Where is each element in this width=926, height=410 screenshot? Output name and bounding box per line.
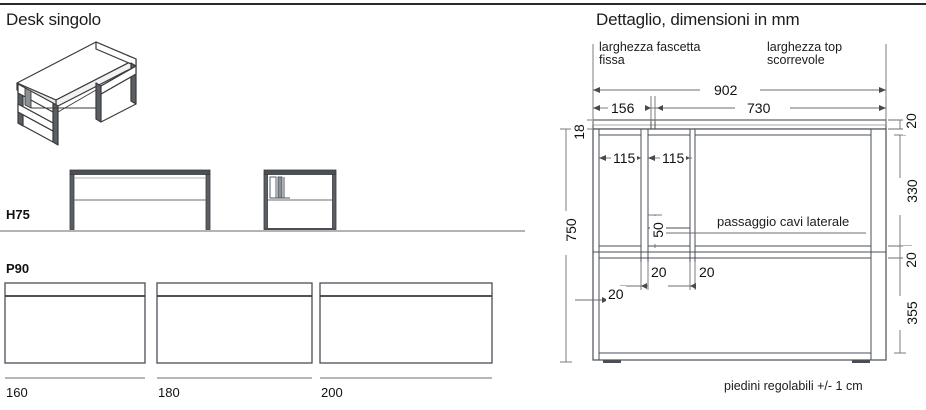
- dim-slot-b: 115: [660, 150, 687, 166]
- plan-width-200: 200: [321, 385, 343, 400]
- dim-top-thickness: 20: [903, 107, 919, 135]
- plan-width-180: 180: [158, 385, 180, 400]
- desk-isometric-view: [16, 41, 137, 146]
- page-title-right: Dettaglio, dimensioni in mm: [596, 10, 800, 29]
- dim-mid-rail: 20: [903, 246, 919, 274]
- plan-view-200: [319, 282, 493, 379]
- dim-cable-gap: 50: [650, 216, 666, 244]
- dim-overall-height: 750: [563, 211, 579, 249]
- side-elevation: [263, 169, 337, 230]
- callout-fascetta: larghezza fascetta fissa: [599, 40, 701, 67]
- dim-leg-a: 20: [649, 264, 669, 280]
- header-divider: [0, 3, 926, 5]
- dim-overall-width: 902: [712, 82, 740, 98]
- dim-upper-inner-height: 330: [904, 173, 920, 209]
- callout-passaggio-cavi: passaggio cavi laterale: [717, 214, 850, 229]
- depth-label: P90: [6, 261, 30, 276]
- dim-lower-inner-height: 355: [904, 295, 920, 331]
- plan-width-160: 160: [6, 385, 28, 400]
- page-title-left: Desk singolo: [6, 10, 101, 29]
- dim-fascetta-thickness: 18: [571, 119, 587, 145]
- dim-top-width: 730: [745, 100, 773, 116]
- dim-fascetta-width: 156: [609, 100, 637, 116]
- detail-section-view: [592, 119, 887, 363]
- footnote-piedini: piedini regolabili +/- 1 cm: [724, 379, 863, 393]
- callout-top-scorrevole: larghezza top scorrevole: [767, 40, 843, 67]
- plan-view-160: [4, 282, 146, 379]
- dim-slot-a: 115: [611, 150, 638, 166]
- plan-view-180: [156, 282, 313, 379]
- dim-side-offset: 20: [606, 286, 626, 302]
- height-label: H75: [6, 207, 30, 222]
- dim-leg-b: 20: [697, 264, 717, 280]
- front-elevation: [69, 169, 211, 230]
